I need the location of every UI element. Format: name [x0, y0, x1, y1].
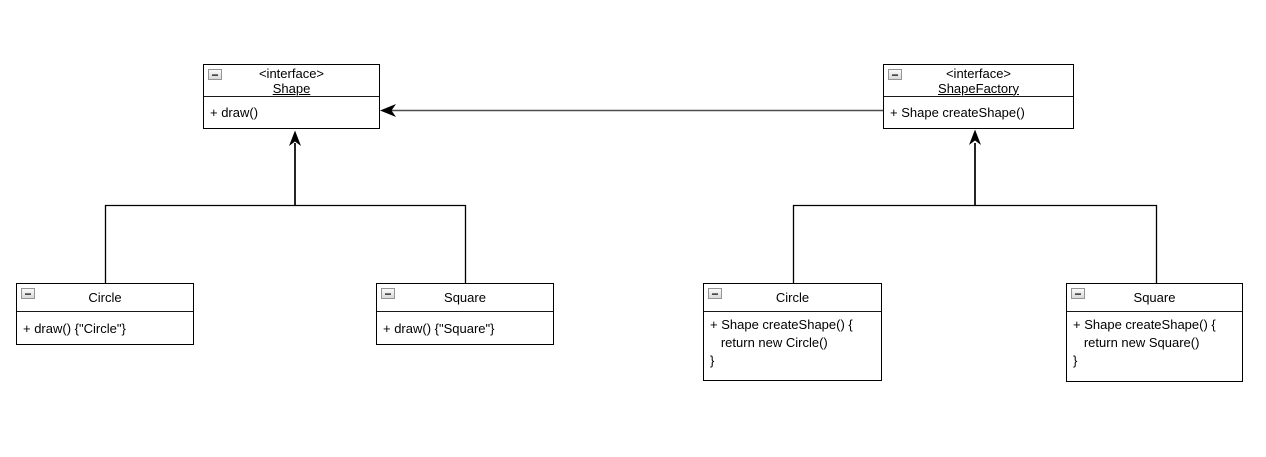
class-box-shape-interface[interactable]: − <interface> Shape + draw(): [203, 64, 380, 129]
class-header: − <interface> ShapeFactory: [884, 65, 1073, 97]
method-compartment: + Shape createShape() { return new Squar…: [1067, 312, 1242, 381]
method-label: + Shape createShape(): [890, 105, 1025, 120]
collapse-icon[interactable]: −: [21, 288, 35, 300]
method-compartment: + draw() {"Square"}: [377, 312, 553, 344]
stereotype-label: <interface>: [945, 65, 1012, 81]
collapse-icon[interactable]: −: [888, 69, 902, 81]
method-compartment: + Shape createShape(): [884, 97, 1073, 128]
stereotype-label: <interface>: [258, 65, 325, 81]
class-header: − Square: [1067, 284, 1242, 312]
class-box-square-factory[interactable]: − Square + Shape createShape() { return …: [1066, 283, 1243, 382]
method-label: + draw(): [210, 105, 259, 120]
method-compartment: + Shape createShape() { return new Circl…: [704, 312, 881, 380]
collapse-icon[interactable]: −: [708, 288, 722, 300]
collapse-icon[interactable]: −: [381, 288, 395, 300]
class-header: − Circle: [704, 284, 881, 312]
class-title: Square: [1133, 289, 1176, 305]
class-title: Circle: [88, 289, 122, 305]
inheritance-branch-left[interactable]: [104, 204, 467, 284]
dependency-arrowhead: [380, 104, 396, 117]
method-line-2: return new Square(): [1073, 335, 1200, 350]
method-line-3: }: [1073, 353, 1078, 368]
class-header: − <interface> Shape: [204, 65, 379, 97]
class-header: − Circle: [17, 284, 193, 312]
method-label: + draw() {"Square"}: [383, 320, 495, 336]
inheritance-arrowhead-right: [969, 129, 981, 145]
inheritance-branch-right[interactable]: [792, 204, 1158, 284]
method-line-2: return new Circle(): [710, 335, 828, 350]
method-compartment: + draw(): [204, 97, 379, 128]
method-line-3: }: [710, 353, 715, 368]
class-title: ShapeFactory: [938, 80, 1019, 96]
class-title: Shape: [272, 80, 311, 96]
class-title: Square: [444, 289, 486, 305]
class-box-shapefactory-interface[interactable]: − <interface> ShapeFactory + Shape creat…: [883, 64, 1074, 129]
class-title: Circle: [775, 289, 810, 305]
method-compartment: + draw() {"Circle"}: [17, 312, 193, 344]
class-box-square-shape[interactable]: − Square + draw() {"Square"}: [376, 283, 554, 345]
class-box-circle-factory[interactable]: − Circle + Shape createShape() { return …: [703, 283, 882, 381]
class-box-circle-shape[interactable]: − Circle + draw() {"Circle"}: [16, 283, 194, 345]
method-line-1: + Shape createShape() {: [710, 317, 853, 332]
method-line-1: + Shape createShape() {: [1073, 317, 1216, 332]
collapse-icon[interactable]: −: [208, 69, 222, 81]
collapse-icon[interactable]: −: [1071, 288, 1085, 300]
inheritance-arrowhead-left: [289, 130, 301, 146]
class-header: − Square: [377, 284, 553, 312]
method-label: + draw() {"Circle"}: [23, 320, 126, 336]
